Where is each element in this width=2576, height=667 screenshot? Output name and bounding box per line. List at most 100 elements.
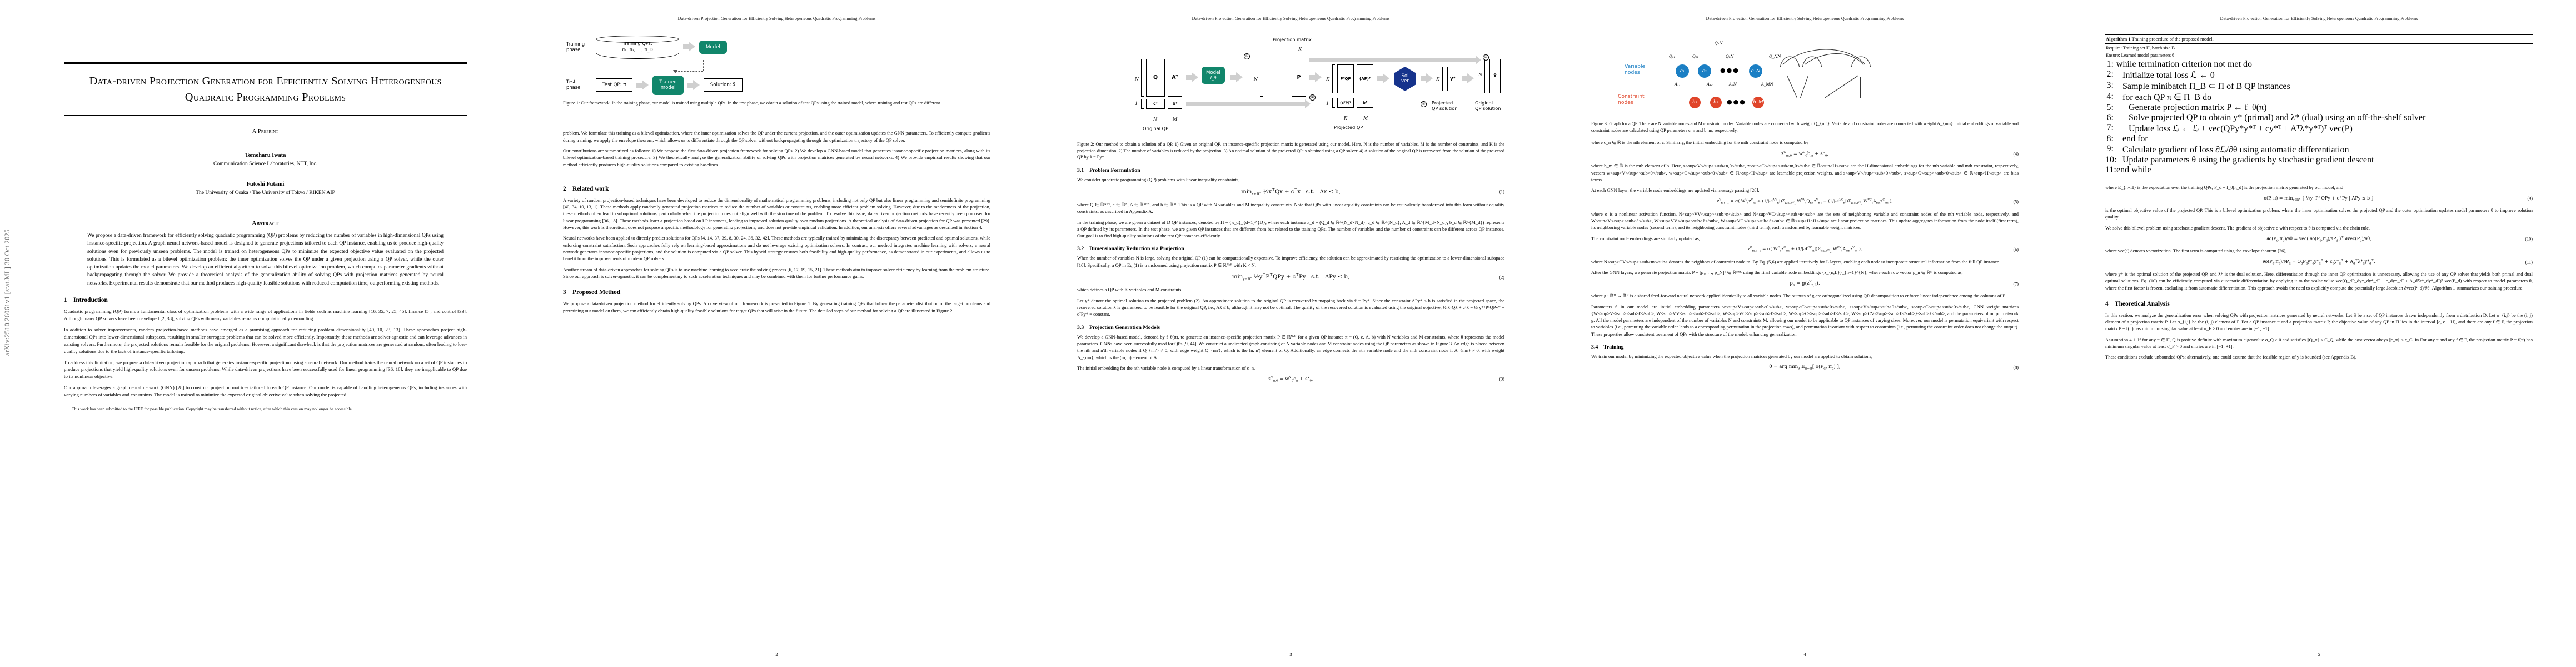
page-3-content: Data-driven Projection Generation for Ef… (1034, 0, 1548, 667)
page-number: 4 (1803, 651, 1806, 657)
paragraph: Another stream of data-driven approaches… (563, 266, 990, 279)
edge-label-QNN: Q_NN (1769, 54, 1781, 59)
equation-5-body: zVn,ℓ+1 = σ( WVℓzVnℓ + (1/|𝒩VVn|)Σn′∈𝒩VV… (1717, 198, 1893, 206)
paragraph: where Q ∈ ℝᴺˣᴺ, c ∈ ℝᴺ, A ∈ ℝᴹˣᴺ, and b … (1077, 201, 1504, 215)
training-qps-line2: π₁, π₂, …, π_D (622, 46, 653, 52)
algorithm-lines: 1:while termination criterion not met do… (2105, 59, 2533, 175)
edge-label-Q1N: Q₁N (1715, 41, 1723, 46)
paragraph: where y* is the optimal solution of the … (2105, 271, 2533, 291)
section-number: 1 (64, 296, 67, 303)
abstract-body: We propose a data-driven framework for e… (87, 233, 444, 286)
projected-qp-bracket (1332, 64, 1335, 93)
matrix-Q: Q (1146, 58, 1165, 97)
edge-label-A12: A₁₂ (1707, 82, 1713, 87)
paragraph: After the GNN layers, we generate projec… (1591, 270, 1963, 276)
algorithm-line: 6:Solve projected QP to obtain y* (prima… (2106, 112, 2426, 122)
ystar-K-label: K (1436, 76, 1439, 82)
equation-1-tag: (1) (1499, 189, 1504, 195)
variable-node-cN: c_N (1749, 64, 1762, 78)
paragraph: where vec(·) denotes vectorization. The … (2105, 248, 2287, 254)
section-number: 3 (563, 289, 566, 296)
figure-2-step-3: ③ (1421, 101, 1427, 107)
equation-8: θ̂ = arg minθ 𝔼π∼Π[ o(Pd, πd) ], (8) (1591, 364, 2019, 371)
preprint-label: A Preprint (252, 128, 279, 135)
edge-label-AMN: A_MN (1761, 82, 1773, 87)
algorithm-line: 4:for each QP π ∈ Π_B do (2106, 91, 2212, 102)
equation-9-body: o(P, π) = miny∈ℝK { ½y⊤P⊤QPy + c⊤Py | AP… (2264, 195, 2374, 202)
subsection-title: Projection Generation Models (1089, 324, 1160, 331)
paper-page-3: Data-driven Projection Generation for Ef… (1034, 0, 1548, 667)
figure-2-step-1: ① (1244, 53, 1250, 59)
original-qp-N-label: N (1135, 76, 1139, 82)
page-number: 5 (2318, 651, 2320, 657)
paragraph: We train our model by minimizing the exp… (1591, 354, 1873, 360)
matrix-P: P (1292, 58, 1306, 97)
projection-N-label: N (1254, 76, 1258, 82)
projected-qp-solution-label: Projected QP solution (1432, 99, 1458, 111)
footnote-text: This work has been submitted to the IEEE… (72, 406, 353, 412)
paragraph: We develop a GNN-based model, denoted by… (1077, 334, 1504, 360)
author-1-affiliation: Communication Science Laboratories, NTT,… (213, 161, 318, 167)
edge-label-Q22: Q₂₂ (1692, 54, 1699, 59)
equation-10-tag: (10) (2525, 236, 2533, 242)
variable-node-c1: c₁ (1676, 64, 1689, 78)
projection-K-brace: K (1298, 46, 1302, 52)
algorithm-1-box: Algorithm 1 Training procedure of the pr… (2105, 34, 2533, 177)
training-qps-line1: Training QPs: (622, 40, 652, 46)
paragraph: Quadratic programming (QP) forms a funda… (64, 308, 467, 321)
paragraph: We consider quadratic programming (QP) p… (1077, 177, 1240, 183)
vector-c-transpose: cᵀ (1146, 98, 1165, 109)
paragraph: Parameters θ in our model are initial em… (1591, 303, 2019, 337)
constraint-node-b2: b₂ (1710, 96, 1722, 108)
section-number: 4 (2105, 300, 2109, 307)
matrix-PtQP: PᵀQP (1337, 64, 1354, 93)
algorithm-line: 11:end while (2105, 165, 2151, 175)
original-qp-bracket-2 (1141, 98, 1144, 109)
figure-1-caption: Figure 1: Our framework. In the training… (563, 100, 941, 106)
equation-3: zVn,0 = wV0cn + sV0, (3) (1077, 376, 1504, 383)
constraint-nodes-label: Constraint nodes (1618, 93, 1645, 106)
xtilde-bracket (1484, 58, 1487, 93)
paragraph: Our contributions are summarized as foll… (563, 147, 990, 167)
arrow-right-icon (683, 42, 695, 52)
figure-2-step-2: ② (1309, 94, 1316, 101)
equation-9: o(P, π) = miny∈ℝK { ½y⊤P⊤QPy + c⊤Py | AP… (2105, 195, 2533, 202)
paragraph: We solve this bilevel problem using stoc… (2105, 225, 2370, 231)
projection-matrix-title: Projection matrix (1273, 36, 1312, 42)
paragraph: To address this limitation, we propose a… (64, 359, 467, 380)
paper-page-5: Data-driven Projection Generation for Ef… (2062, 0, 2576, 667)
projection-bracket (1260, 58, 1263, 97)
constraint-node-bM: b_M (1752, 96, 1764, 108)
edge-label-Q11: Q₁₁ (1669, 54, 1676, 59)
figure-1-test-phase-label: Test phase (566, 79, 581, 91)
section-title: Theoretical Analysis (2115, 300, 2170, 307)
paragraph: Our approach leverages a graph neural ne… (64, 385, 467, 398)
dashed-connector (703, 59, 704, 71)
paragraph: problem. We formulate this training as a… (563, 130, 990, 143)
grey-flow-bar-2 (1186, 99, 1311, 109)
algorithm-caption-text: Training procedure of the proposed model… (2130, 36, 2214, 42)
subsection-title: Problem Formulation (1089, 167, 1140, 174)
vector-b-transpose-2: bᵀ (1357, 97, 1373, 108)
title-bottom-rule (64, 115, 467, 117)
algorithm-ensure: Ensure: Learned model parameters θ (2106, 53, 2175, 58)
equation-2-tag: (2) (1499, 275, 1504, 280)
xtilde-N-label: N (1478, 72, 1482, 77)
equation-2: miny∈ℝK ½y⊤P⊤QPy + c⊤Py s.t. APy ≤ b, (2… (1077, 273, 1504, 281)
author-1: Tomoharu Iwata Communication Science Lab… (64, 152, 467, 167)
page-2-content: Data-driven Projection Generation for Ef… (520, 0, 1034, 667)
projected-qp-K-label: K (1326, 76, 1329, 82)
test-qp-box: Test QP: π (596, 78, 633, 92)
section-title: Related work (572, 185, 609, 192)
vector-b-transpose: bᵀ (1168, 98, 1182, 109)
algorithm-top-rule (2105, 34, 2533, 35)
paragraph: where E_{π~Π} is the expectation over th… (2105, 184, 2344, 190)
figure-3-edges (1780, 49, 1871, 98)
running-head: Data-driven Projection Generation for Ef… (677, 16, 876, 21)
paragraph: where σ is a nonlinear activation functi… (1591, 211, 2019, 231)
algorithm-line: 1:while termination criterion not met do (2106, 59, 2252, 69)
